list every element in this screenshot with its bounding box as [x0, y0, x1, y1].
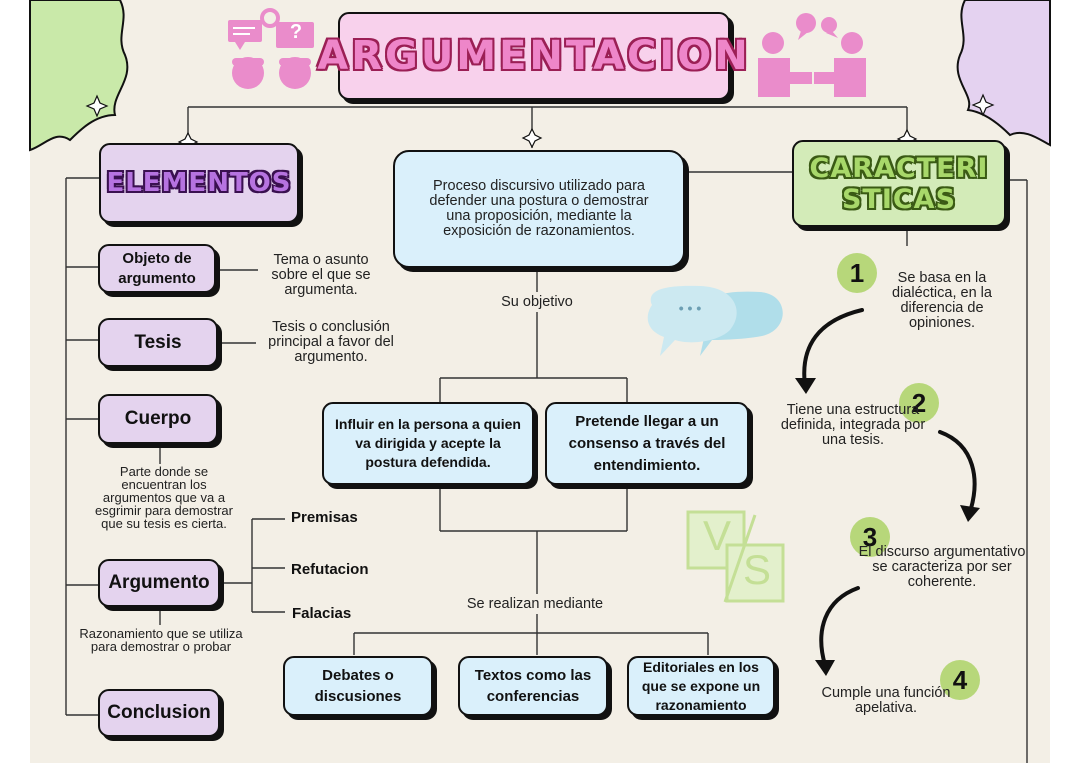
node-argumento: Argumento — [98, 559, 220, 607]
caracteristicas-header-box: CARACTERI STICAS — [792, 140, 1006, 227]
node-cuerpo: Cuerpo — [98, 394, 218, 444]
node-cuerpo-label: Cuerpo — [124, 408, 192, 429]
curved-arrow-icon — [819, 586, 860, 667]
argumento-type-refutacion: Refutacion — [291, 561, 369, 578]
node-conclusion-label: Conclusion — [107, 702, 211, 723]
node-tesis-label: Tesis — [134, 331, 182, 353]
background — [30, 0, 1050, 763]
question-mark-icon: ? — [289, 21, 303, 43]
means-box-3: Editoriales en los que se expone un razo… — [627, 656, 775, 716]
means-box-1: Debates o discusiones — [283, 656, 433, 716]
characteristic-number-1: 1 — [837, 253, 877, 293]
elementos-header: ELEMENTOS — [106, 168, 292, 198]
characteristic-number-4: 4 — [940, 660, 980, 700]
argumento-type-falacias: Falacias — [292, 605, 352, 622]
argumento-description: Razonamiento que se utiliza para demostr… — [79, 626, 243, 654]
node-conclusion: Conclusion — [98, 689, 220, 737]
means-box-2: Textos como las conferencias — [458, 656, 608, 716]
characteristic-number-3: 3 — [850, 517, 890, 557]
definition-text: Proceso discursivo utilizado para defend… — [429, 178, 649, 239]
vs-letter-v: V — [702, 512, 731, 559]
characteristic-text-2: Tiene una estructura definida, integrada… — [780, 402, 926, 448]
tesis-description: Tesis o conclusión principal a favor del… — [268, 319, 394, 365]
cuerpo-description: Parte donde se encuentran los argumentos… — [95, 464, 233, 531]
title-box: ARGUMENTACION — [317, 12, 748, 100]
node-objeto: Objeto de argumento — [98, 244, 216, 293]
characteristic-text-1: Se basa en la dialéctica, en la diferenc… — [892, 270, 992, 331]
objeto-description: Tema o asunto sobre el que se argumenta. — [271, 252, 371, 298]
caracteristicas-header-line1: CARACTERI — [809, 152, 989, 184]
vs-letter-s: S — [742, 546, 771, 593]
characteristic-text-3: El discurso argumentativo se caracteriza… — [858, 544, 1026, 590]
people-talking-icon — [758, 13, 866, 97]
corner-blob-right — [956, 0, 1051, 147]
speech-bubble-icon — [647, 285, 783, 356]
sparkle-icon — [521, 127, 543, 149]
vs-icon — [686, 510, 785, 603]
node-objeto-label: Objeto de argumento — [118, 249, 196, 287]
means-text-3: Editoriales en los que se expone un razo… — [641, 658, 761, 713]
people-thinking-icon — [228, 8, 314, 89]
curved-arrow-icon — [938, 430, 977, 514]
means-text-2: Textos como las conferencias — [474, 667, 592, 705]
means-label: Se realizan mediante — [466, 596, 604, 612]
node-tesis: Tesis — [98, 318, 218, 367]
node-argumento-label: Argumento — [108, 572, 210, 593]
sparkle-icon — [971, 93, 995, 117]
sparkle-icon — [85, 94, 109, 118]
objective-box-2: Pretende llegar a un consenso a través d… — [545, 402, 749, 485]
curved-arrow-icon — [802, 308, 864, 387]
bubble-dots: • • • — [678, 300, 702, 316]
objective-text-1: Influir en la persona a quien va dirigid… — [335, 416, 521, 470]
characteristic-number-2: 2 — [899, 383, 939, 423]
page-title: ARGUMENTACION — [317, 33, 751, 79]
corner-blob-left — [29, 0, 129, 152]
objective-box-1: Influir en la persona a quien va dirigid… — [322, 402, 534, 485]
caracteristicas-header-line2: STICAS — [841, 183, 957, 215]
elementos-header-box: ELEMENTOS — [99, 143, 299, 223]
definition-box: Proceso discursivo utilizado para defend… — [393, 150, 685, 268]
objective-text-2: Pretende llegar a un consenso a través d… — [568, 412, 726, 474]
means-text-1: Debates o discusiones — [314, 667, 402, 705]
characteristic-text-4: Cumple una función apelativa. — [821, 685, 951, 716]
argumento-type-premisas: Premisas — [291, 509, 358, 526]
objective-label: Su objetivo — [501, 294, 573, 310]
